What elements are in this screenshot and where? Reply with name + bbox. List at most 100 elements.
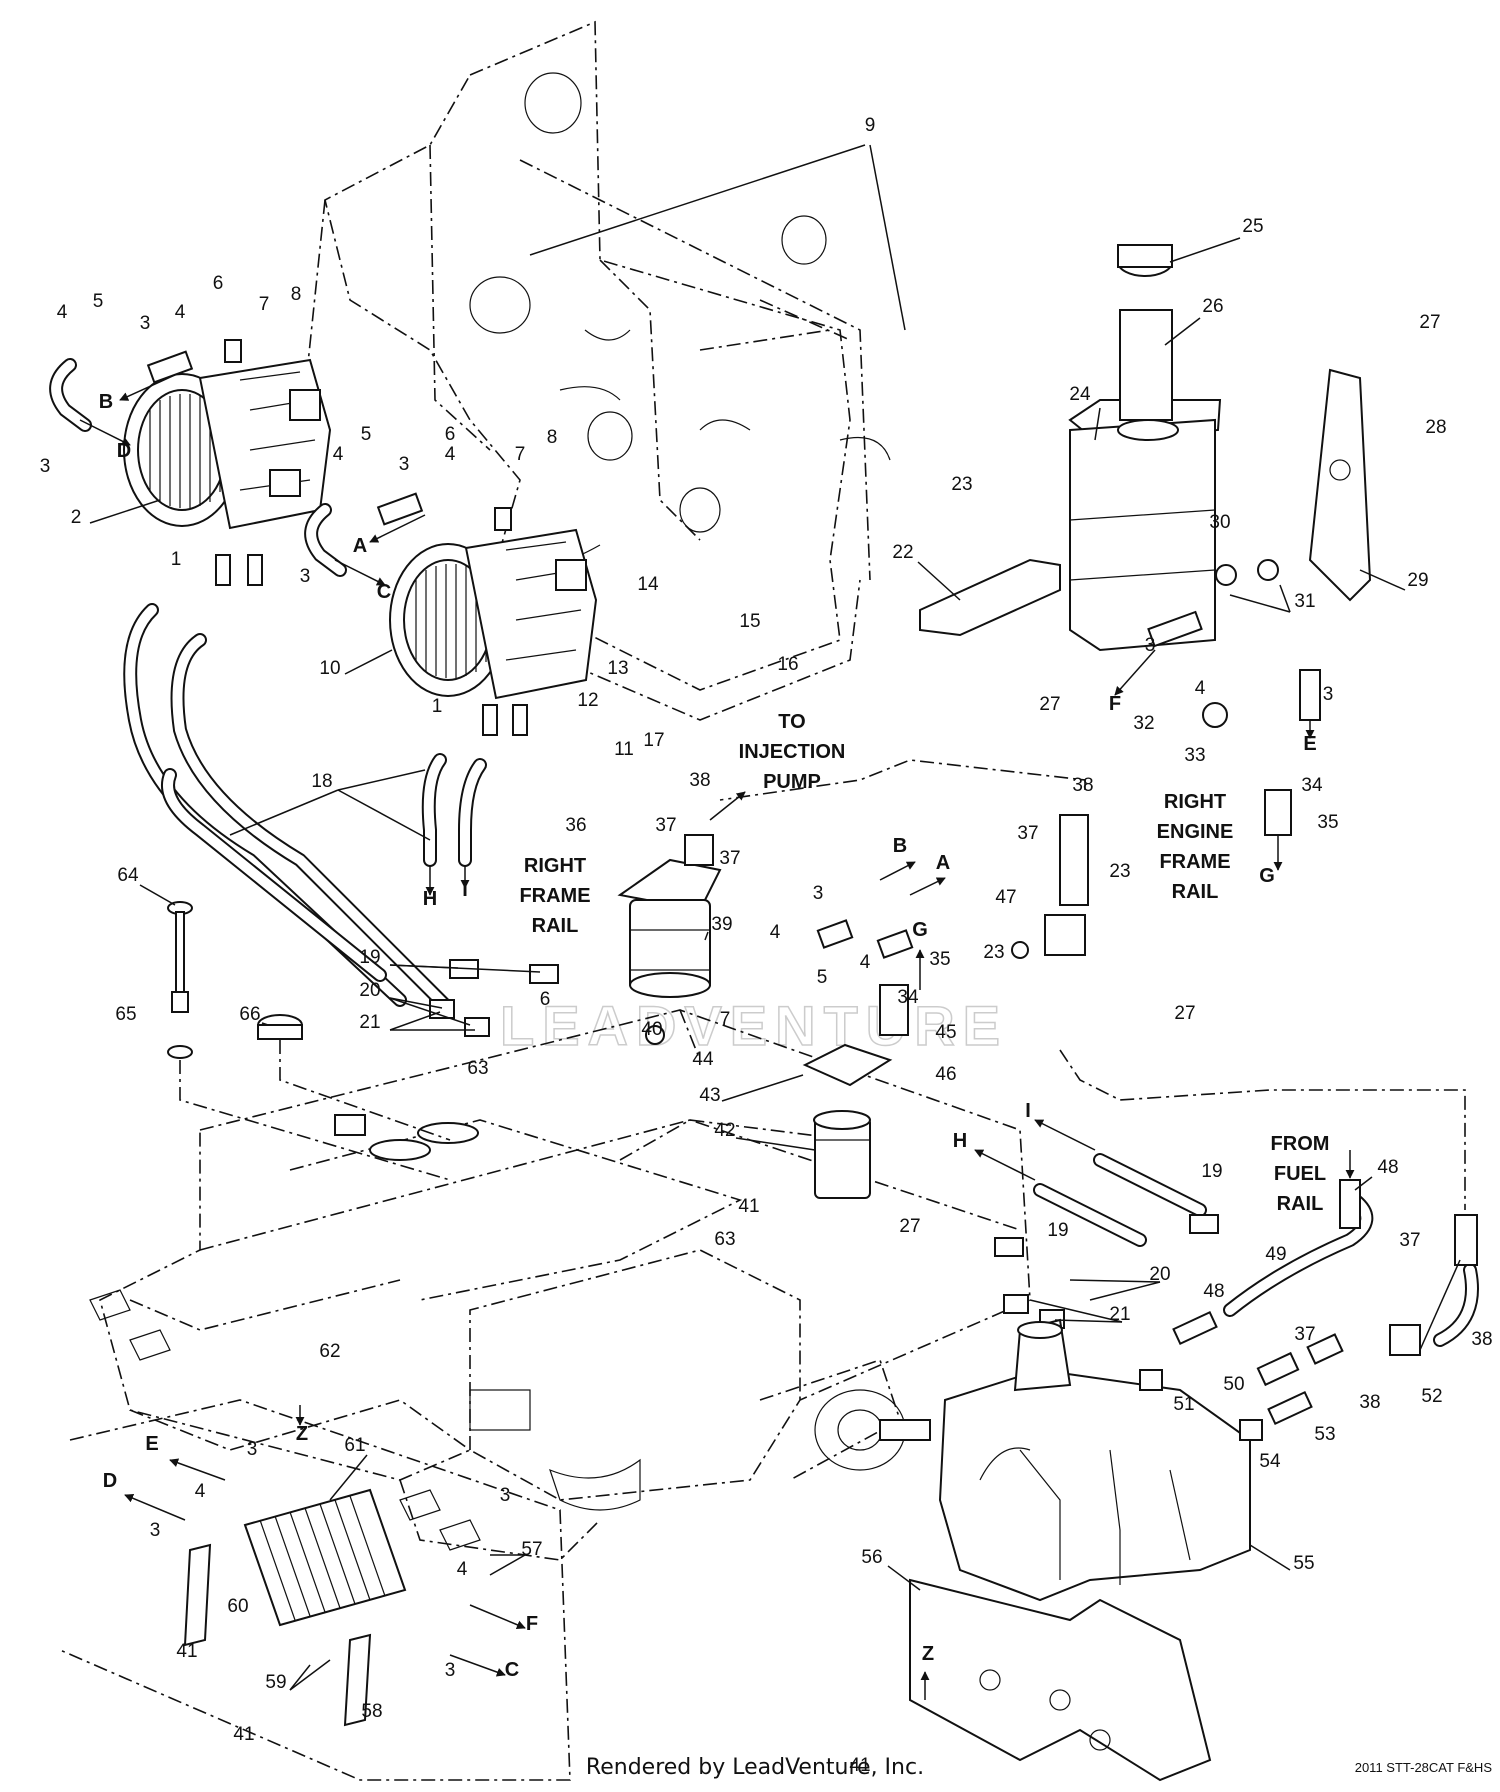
part-callout: 38 [1072, 775, 1093, 796]
part-callout: 3 [445, 1660, 456, 1681]
connection-letter: B [893, 835, 907, 857]
part-callout: 2 [71, 507, 82, 528]
connection-letter: F [1109, 693, 1121, 715]
part-callout: 3 [399, 454, 410, 475]
part-callout: 20 [359, 980, 380, 1001]
fuel-filter [617, 834, 722, 1045]
connection-letter: F [526, 1613, 538, 1635]
part-callout: 25 [1242, 216, 1263, 237]
part-callout: 17 [643, 730, 664, 751]
part-callout: 4 [175, 302, 186, 323]
connection-letter: C [377, 581, 391, 603]
part-callout: 3 [300, 566, 311, 587]
part-callout: 66 [239, 1004, 260, 1025]
part-callout: 11 [614, 739, 634, 760]
fittings [146, 339, 1219, 1329]
lower-frame [89, 1009, 1031, 1561]
part-callout: 47 [995, 887, 1016, 908]
part-callout: 40 [641, 1019, 662, 1040]
connection-letter: Z [922, 1643, 934, 1665]
part-callout: 65 [115, 1004, 136, 1025]
part-callout: 27 [1174, 1003, 1195, 1024]
part-callout: 26 [1202, 296, 1223, 317]
connection-letter: E [1303, 733, 1316, 755]
part-callout: 37 [1399, 1230, 1420, 1251]
part-callout: 35 [929, 949, 950, 970]
part-callout: 4 [860, 952, 871, 973]
connection-letter: D [117, 440, 131, 462]
part-callout: 10 [319, 658, 340, 679]
part-callout: 23 [983, 942, 1004, 963]
part-callout: 46 [935, 1064, 956, 1085]
part-callout: 12 [577, 690, 598, 711]
part-callout: 44 [692, 1049, 714, 1070]
part-callout: 33 [1184, 745, 1205, 766]
part-callout: 9 [865, 115, 876, 136]
connection-letter: H [423, 888, 437, 910]
part-callout: 41 [233, 1724, 254, 1745]
part-callout: 3 [150, 1520, 161, 1541]
part-callout: 51 [1173, 1394, 1194, 1415]
part-callout: 13 [607, 658, 628, 679]
oil-filter [802, 919, 914, 1199]
part-callout: 32 [1133, 713, 1154, 734]
part-callout: 49 [1265, 1244, 1286, 1265]
part-callout: 43 [699, 1085, 720, 1106]
part-callout: 22 [892, 542, 913, 563]
location-label-line: FRAME [1159, 851, 1230, 873]
part-callout: 48 [1203, 1281, 1224, 1302]
part-callout: 18 [311, 771, 332, 792]
connection-letter: E [145, 1433, 158, 1455]
part-callout: 37 [655, 815, 676, 836]
hydraulic-hoses [49, 358, 1479, 1347]
part-callout: 23 [1109, 861, 1130, 882]
part-callout: 1 [171, 549, 182, 570]
part-callout: 27 [899, 1216, 920, 1237]
connection-letter: I [462, 879, 468, 901]
part-callout: 41 [176, 1641, 197, 1662]
leader-lines [89, 144, 1461, 1691]
part-callout: 8 [291, 284, 302, 305]
part-callout: 4 [1195, 678, 1206, 699]
connection-letter: A [936, 852, 950, 874]
part-callout: 19 [359, 947, 380, 968]
part-callout: 53 [1314, 1424, 1335, 1445]
part-callout: 37 [1017, 823, 1038, 844]
part-callout: 36 [565, 815, 586, 836]
part-callout: 61 [344, 1435, 365, 1456]
location-label-line: RIGHT [524, 855, 586, 877]
watermark: LEADVENTURE [500, 994, 1008, 1057]
part-callout: 57 [521, 1539, 542, 1560]
connection-letter: G [1259, 865, 1275, 887]
part-callout: 4 [195, 1481, 206, 1502]
part-callout: 35 [1317, 812, 1338, 833]
part-callout: 30 [1209, 512, 1230, 533]
part-callout: 42 [714, 1120, 735, 1141]
connection-letter: H [953, 1130, 967, 1152]
location-label: RIGHT FRAME RAIL [519, 855, 590, 937]
part-callout: 21 [1109, 1304, 1130, 1325]
location-label-line: FRAME [519, 885, 590, 907]
part-callout: 4 [333, 444, 344, 465]
part-callout: 54 [1259, 1451, 1281, 1472]
part-callout: 39 [711, 914, 732, 935]
part-callout: 38 [689, 770, 710, 791]
location-label-line: RAIL [532, 915, 579, 937]
part-callout: 37 [1294, 1324, 1315, 1345]
part-callout: 63 [467, 1058, 488, 1079]
part-callout: 5 [93, 291, 104, 312]
part-callout: 45 [935, 1022, 956, 1043]
part-callout: 20 [1149, 1264, 1170, 1285]
part-callout: 3 [500, 1485, 511, 1506]
connection-letter: Z [296, 1423, 308, 1445]
part-callout: 41 [849, 1755, 870, 1776]
connection-letter: C [505, 1659, 519, 1681]
direction-arrows [79, 374, 1355, 1700]
part-callout: 62 [319, 1341, 340, 1362]
connection-letter: G [912, 919, 928, 941]
part-callout: 4 [457, 1559, 468, 1580]
part-callout: 63 [714, 1229, 735, 1250]
skid-plate [909, 1578, 1212, 1782]
